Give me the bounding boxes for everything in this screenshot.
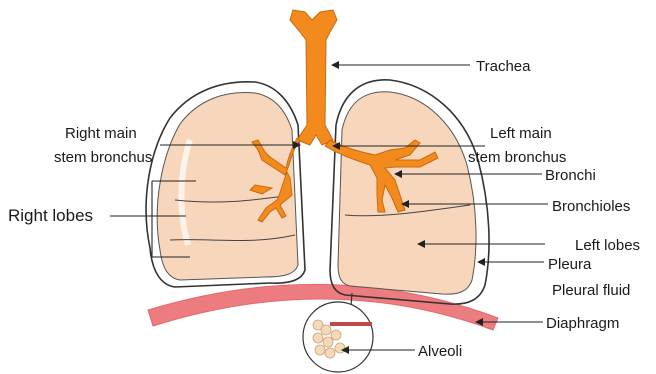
trachea-label: Trachea <box>476 58 531 75</box>
left-lung <box>330 80 489 304</box>
trachea-tube <box>290 10 337 145</box>
alveoli-label: Alveoli <box>418 343 462 360</box>
left-lobes-label: Left lobes <box>575 237 640 254</box>
diaphragm-label: Diaphragm <box>546 315 619 332</box>
right-lobes-label: Right lobes <box>8 206 93 225</box>
left-main-label-line2: stem bronchus <box>468 149 566 166</box>
pleural-fluid-label: Pleural fluid <box>552 282 630 299</box>
right-main-label-line1: Right main <box>65 125 137 142</box>
alveoli-magnifier <box>303 293 373 372</box>
pleura-label: Pleura <box>548 256 592 273</box>
right-main-label-line2: stem bronchus <box>54 149 152 166</box>
bronchioles-label: Bronchioles <box>552 198 630 215</box>
right-lung <box>146 82 305 287</box>
left-main-label-line1: Left main <box>490 125 552 142</box>
bronchi-label: Bronchi <box>545 167 596 184</box>
